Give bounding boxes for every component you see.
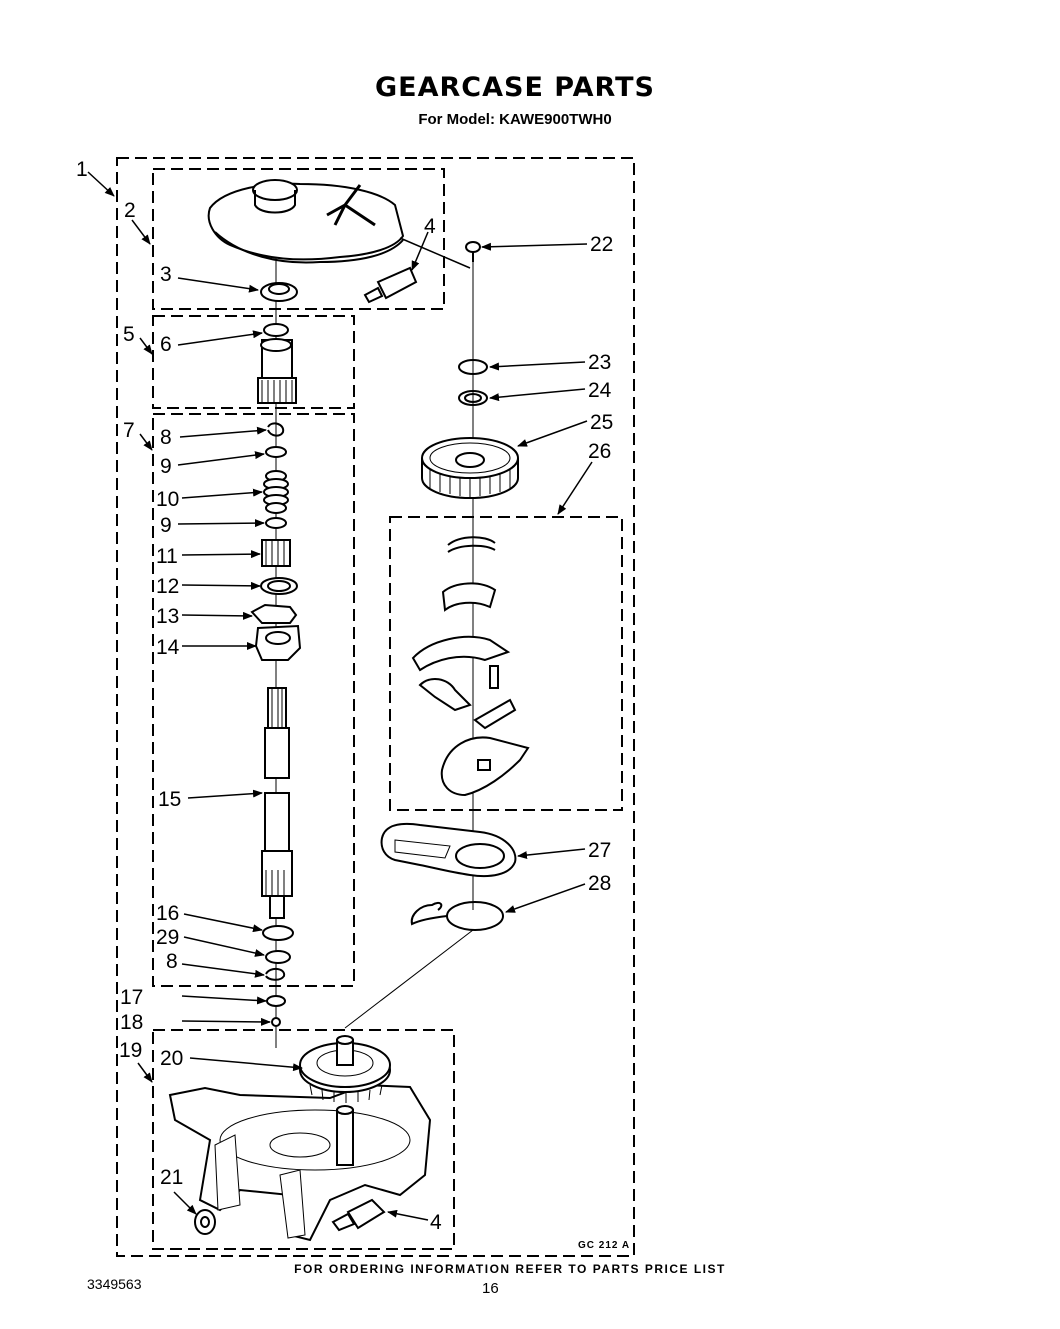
lower-shaft-parts — [262, 925, 294, 1027]
callout-17: 17 — [120, 986, 143, 1009]
callout-25: 25 — [590, 411, 613, 434]
callout-8-bottom: 8 — [166, 950, 178, 973]
model-line: For Model: KAWE900TWH0 — [418, 111, 612, 128]
callout-8-top: 8 — [160, 426, 172, 449]
callout-6: 6 — [160, 333, 172, 356]
callout-3: 3 — [160, 263, 172, 286]
screw-part-22 — [465, 241, 481, 262]
callout-14: 14 — [156, 636, 180, 659]
callout-2: 2 — [124, 199, 136, 222]
gear-part-25 — [421, 437, 519, 499]
pinion-group-box — [152, 315, 355, 409]
grease-tube-top — [363, 266, 418, 304]
housing-part-19 — [168, 1083, 432, 1242]
callout-18: 18 — [120, 1011, 143, 1034]
callout-16: 16 — [156, 902, 179, 925]
callout-13: 13 — [156, 605, 179, 628]
housing-group-box — [152, 1029, 455, 1250]
grease-tube-bottom — [331, 1198, 386, 1232]
cover-group-box — [152, 168, 445, 310]
diagram-code: GC 212 A — [578, 1240, 631, 1251]
callout-23: 23 — [588, 351, 611, 374]
callout-15: 15 — [158, 788, 181, 811]
gearcase-cover — [207, 179, 471, 269]
callout-7: 7 — [123, 419, 135, 442]
callout-20: 20 — [160, 1047, 183, 1070]
callout-9-bottom: 9 — [160, 514, 172, 537]
shift-assembly-part-26 — [411, 536, 530, 797]
spring-clip-part-28 — [410, 901, 504, 931]
shaft-stack — [250, 422, 302, 661]
callout-10: 10 — [156, 488, 179, 511]
callout-4-bottom: 4 — [430, 1211, 442, 1234]
document-number: 3349563 — [87, 1276, 142, 1292]
callout-29: 29 — [156, 926, 179, 949]
callout-27: 27 — [588, 839, 611, 862]
callout-5: 5 — [123, 323, 135, 346]
callout-28: 28 — [588, 872, 611, 895]
callout-21: 21 — [160, 1166, 183, 1189]
gear-part-20 — [299, 1035, 391, 1103]
rings-23-24 — [458, 359, 488, 406]
callout-24: 24 — [588, 379, 612, 402]
cam-plate-part-27 — [380, 822, 517, 878]
callout-12: 12 — [156, 575, 179, 598]
callout-22: 22 — [590, 233, 613, 256]
washer-part-21 — [194, 1209, 216, 1235]
callout-4-top: 4 — [424, 215, 436, 238]
callout-labels: 1 2 3 4 5 6 7 8 9 10 9 11 12 13 14 15 16… — [76, 158, 613, 1234]
page-number: 16 — [482, 1280, 499, 1297]
footer-note: FOR ORDERING INFORMATION REFER TO PARTS … — [294, 1262, 726, 1276]
outer-assembly-box — [116, 157, 635, 1257]
callout-26: 26 — [588, 440, 611, 463]
callout-1: 1 — [76, 158, 88, 181]
callout-19: 19 — [119, 1039, 142, 1062]
shaft-part-15 — [261, 687, 293, 919]
leader-arrows — [87, 171, 593, 1221]
shaft-group-box — [152, 413, 355, 987]
shift-group-box — [389, 516, 623, 811]
page-title: GEARCASE PARTS — [375, 72, 655, 103]
seal-part-3 — [260, 282, 298, 302]
callout-11: 11 — [156, 545, 178, 568]
callout-9-top: 9 — [160, 455, 172, 478]
pinion-part-6 — [257, 323, 297, 404]
